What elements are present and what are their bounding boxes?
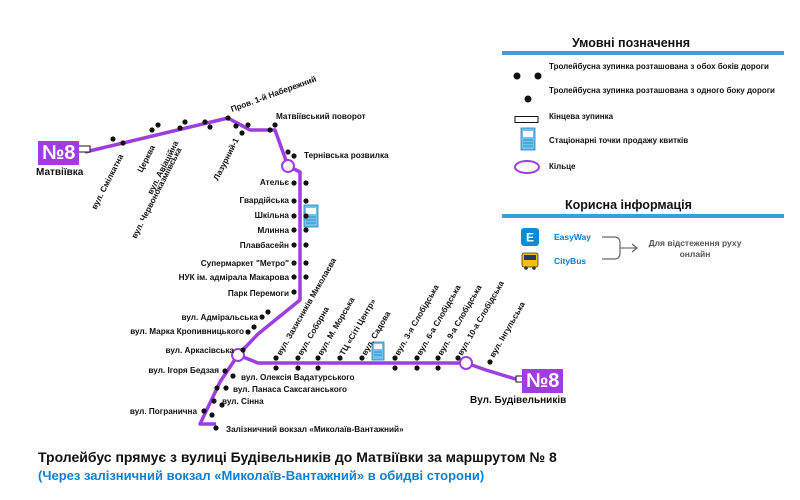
stop-label: Церква [136, 143, 157, 174]
ring-ternivska [281, 159, 295, 173]
stop-label: Залізничний вокзал «Миколаїв-Вантажний» [226, 425, 404, 434]
stop-label: НУК ім. адмірала Макарова [179, 273, 290, 282]
ring-east [459, 356, 473, 370]
terminal-name-end: Вул. Будівельників [470, 395, 567, 406]
stop-label: вул. Смілкатна [90, 152, 126, 211]
tracking-text: Для відстеження руху онлайн [648, 238, 742, 259]
bus-icon [521, 252, 539, 275]
stop-dots [110, 115, 309, 431]
stop-label: Супермаркет "Метро" [201, 259, 289, 268]
stop-label: вул. Аркасівська [166, 346, 235, 355]
ring-arkasivska [231, 348, 245, 362]
stop-label: вул. Олексія Вадатурського [241, 373, 355, 382]
easyway-link[interactable]: EasyWay [554, 232, 592, 242]
arrow-icon [600, 235, 640, 266]
info-divider [502, 214, 784, 218]
route-number-badge: №8 [522, 369, 564, 393]
stop-label: Лазурний-1 [212, 136, 241, 182]
ticket-kiosk-icon [371, 341, 385, 361]
stop-label: Ательє [260, 178, 290, 187]
legend-terminal: Кінцева зупинка [549, 112, 614, 121]
stop-label: вул. Сінна [222, 397, 264, 406]
legend-one-side: Тролейбусна зупинка розташована з одного… [549, 86, 775, 95]
stop-dots-east [273, 355, 493, 371]
stop-label: Матвіївський поворот [276, 112, 366, 121]
terminal-name-start: Матвіївка [36, 167, 84, 178]
stop-label: Шкільна [255, 211, 290, 220]
stop-label: вул. Ігоря Бедзая [148, 366, 219, 375]
stop-label: вул. Погранична [130, 407, 198, 416]
footer-subtitle: (Через залізничний вокзал «Миколаїв-Вант… [38, 468, 485, 483]
stop-label: Пров. 1-й Набережний [229, 74, 317, 114]
stop-label: Тернівська розвилка [304, 151, 389, 160]
stop-label: вул. Марка Кропивницького [130, 327, 244, 336]
legend-ring: Кільце [549, 162, 576, 171]
svg-text:E: E [526, 231, 534, 245]
stop-label: Парк Перемоги [228, 289, 289, 298]
one-side-stop-icon [523, 91, 533, 109]
ticket-kiosk-icon [520, 127, 536, 156]
info-title: Корисна інформація [565, 198, 692, 212]
easyway-app-icon: E [521, 228, 539, 251]
terminal-stop-icon [514, 112, 540, 130]
stop-label: вул. Панаса Саксаганського [233, 385, 347, 394]
route-number-badge: №8 [38, 141, 80, 165]
stop-label: Млинна [258, 226, 290, 235]
footer-title: Тролейбус прямує з вулиці Будівельників … [38, 449, 557, 465]
legend-both-sides: Тролейбусна зупинка розташована з обох б… [549, 62, 769, 71]
stop-label: вул. Адміральська [182, 313, 259, 322]
stop-label: вул. Червоноказміївська [130, 146, 184, 240]
legend-title: Умовні позначення [572, 36, 691, 50]
legend-divider [502, 51, 784, 55]
both-sides-stop-icon [512, 68, 544, 86]
stop-label: вул. Інгульська [488, 300, 527, 359]
ring-icon [512, 159, 542, 180]
stop-label: Плавбасейн [240, 240, 289, 250]
stop-label: Гвардійська [240, 196, 290, 205]
legend-tickets: Стаціонарні точки продажу квитків [549, 136, 689, 145]
citybus-link[interactable]: CityBus [554, 256, 587, 266]
